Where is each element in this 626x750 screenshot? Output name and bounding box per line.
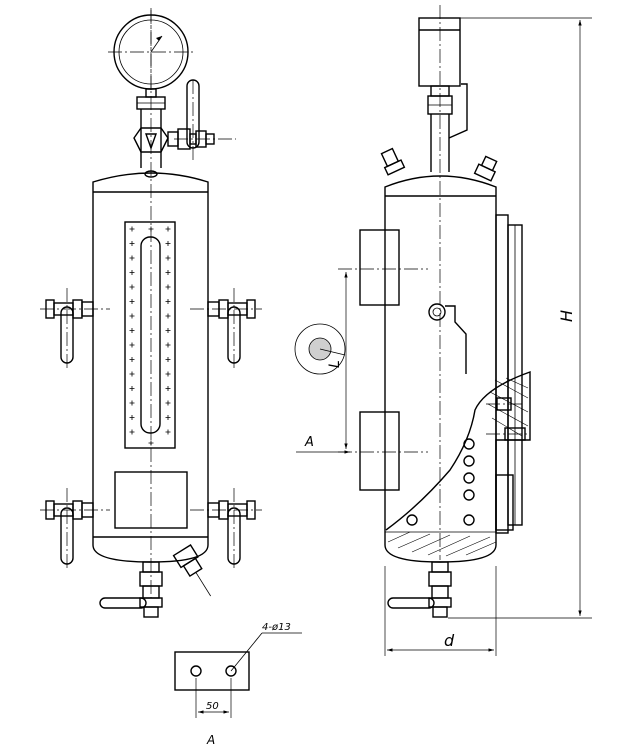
bolt-mark xyxy=(129,255,135,261)
bolt-mark xyxy=(165,400,171,406)
bolt-mark xyxy=(165,371,171,377)
bolt-mark xyxy=(165,270,171,275)
side-view xyxy=(294,5,531,618)
drain-holes xyxy=(406,438,475,526)
vessel-body xyxy=(92,172,209,563)
diameter-label: d xyxy=(444,631,455,650)
height-label: H xyxy=(557,310,576,322)
bolt-mark xyxy=(129,415,135,420)
level-gauge-plate xyxy=(124,221,176,449)
bolt-mark xyxy=(165,313,171,319)
bolt-marks xyxy=(129,226,171,446)
bolt-mark xyxy=(165,226,171,232)
bolt-mark xyxy=(165,415,171,420)
bolt-mark xyxy=(129,357,135,362)
bolt-mark xyxy=(165,429,171,435)
side-vessel-body xyxy=(384,175,497,563)
side-fitting-right xyxy=(473,155,498,182)
bolt-mark xyxy=(165,241,171,246)
front-view xyxy=(40,8,262,618)
valve-left-lower xyxy=(40,488,110,570)
detail-view-a xyxy=(174,632,302,718)
bolt-mark xyxy=(165,284,171,290)
bolt-mark xyxy=(129,371,135,377)
length-label: L xyxy=(327,360,343,368)
valve-left-upper xyxy=(40,288,110,370)
bolt-mark xyxy=(165,255,171,261)
bolt-mark xyxy=(129,429,135,435)
bolt-mark xyxy=(165,386,171,391)
bolt-mark xyxy=(165,342,171,348)
bolt-mark xyxy=(165,299,171,304)
sample-plug xyxy=(172,544,212,597)
bolt-mark xyxy=(129,284,135,290)
view-a-arrow-label: A xyxy=(304,435,314,450)
dimensions xyxy=(296,17,592,656)
bolt-mark xyxy=(165,328,171,333)
bolt-mark xyxy=(165,357,171,362)
view-a-caption: A xyxy=(206,733,215,747)
valve-right-upper xyxy=(190,288,262,370)
spacing-label: 50 xyxy=(206,701,219,712)
side-fitting-left xyxy=(380,147,406,176)
valve-right-lower xyxy=(190,488,262,570)
bolt-mark xyxy=(129,226,135,232)
bolt-mark xyxy=(129,386,135,391)
bolt-mark xyxy=(129,270,135,275)
bolt-mark xyxy=(129,313,135,319)
bolt-mark xyxy=(129,241,135,246)
bolt-mark xyxy=(129,342,135,348)
bolt-mark xyxy=(129,400,135,406)
bolt-mark xyxy=(129,299,135,304)
bottom-drain-valve xyxy=(99,561,163,618)
hole-spec-label: 4-ø13 xyxy=(262,622,291,633)
bolt-mark xyxy=(129,328,135,333)
